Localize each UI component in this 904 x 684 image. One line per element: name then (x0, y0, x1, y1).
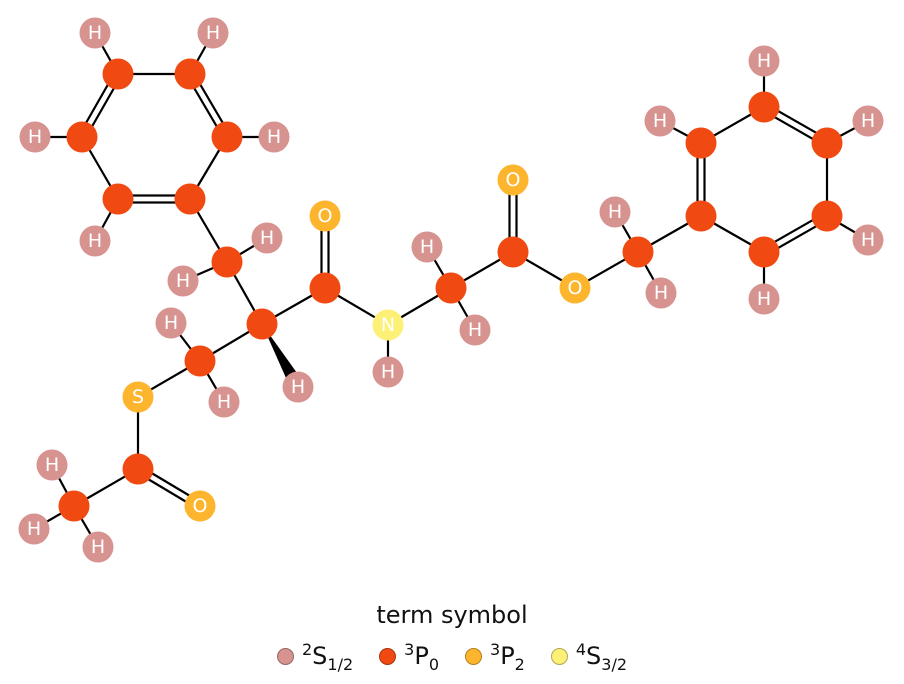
atom-h (208, 386, 240, 418)
atom-o (497, 164, 529, 196)
atom-label: H (381, 361, 395, 383)
atom-c (102, 183, 134, 215)
atom-c (174, 183, 206, 215)
atom-o (559, 272, 591, 304)
legend: 2S1/2 3P0 3P2 4S3/2 (0, 640, 904, 674)
legend-item: 4S3/2 (550, 640, 628, 674)
legend-label: 2S1/2 (301, 640, 354, 674)
atom-h (644, 105, 676, 137)
atom-label: H (654, 282, 668, 304)
legend-marker (276, 648, 294, 666)
atom-c (685, 200, 717, 232)
legend-title: term symbol (376, 601, 528, 629)
atom-label: H (88, 22, 102, 44)
atom-h (18, 513, 50, 545)
atom-h (36, 449, 68, 481)
atom-h (748, 45, 780, 77)
atom-label: S (132, 386, 144, 408)
atom-c (184, 345, 216, 377)
wedge-bond (262, 324, 297, 379)
atom-o (184, 490, 216, 522)
atom-c (58, 490, 90, 522)
atom-h (282, 371, 314, 403)
atom-n (372, 309, 404, 341)
molecule-graph: H H H H H H H H H H S O H H H O N H H H O O H H H H H H H (18, 17, 884, 563)
atom-h (79, 17, 111, 49)
atom-label: H (28, 126, 42, 148)
atom-h (19, 121, 51, 153)
atom-label: H (653, 110, 667, 132)
legend-label: 3P0 (404, 640, 439, 674)
atom-label: H (176, 270, 190, 292)
atom-c (66, 121, 98, 153)
atom-label: H (45, 454, 59, 476)
atom-h (852, 224, 884, 256)
atom-o (309, 200, 341, 232)
legend-marker (379, 648, 397, 666)
atom-h (852, 105, 884, 137)
atom-h (372, 356, 404, 388)
legend-item: 3P0 (379, 640, 439, 674)
atom-label: O (318, 205, 333, 227)
atom-c (174, 58, 206, 90)
legend-label: 4S3/2 (575, 640, 628, 674)
atom-label: H (291, 376, 305, 398)
atom-c (211, 121, 243, 153)
atom-c (748, 91, 780, 123)
atom-h (79, 225, 111, 257)
atom-h (459, 314, 491, 346)
atom-label: O (568, 277, 583, 299)
atom-c (309, 272, 341, 304)
atom-h (167, 265, 199, 297)
legend-item: 2S1/2 (276, 640, 354, 674)
atom-c (122, 453, 154, 485)
atom-h (748, 283, 780, 315)
atom-label: H (217, 391, 231, 413)
atom-h (411, 231, 443, 263)
atom-c (435, 272, 467, 304)
atom-label: H (206, 22, 220, 44)
legend-item: 3P2 (465, 640, 525, 674)
atom-s (122, 381, 154, 413)
atom-label: N (381, 314, 395, 336)
atom-c (811, 200, 843, 232)
atom-h (82, 531, 114, 563)
atom-label: H (608, 201, 622, 223)
atom-label: O (193, 495, 208, 517)
atom-label: H (468, 319, 482, 341)
atom-c (497, 236, 529, 268)
legend-marker (465, 648, 482, 666)
atom-label: H (267, 126, 281, 148)
atom-label: H (420, 236, 434, 258)
atom-c (102, 58, 134, 90)
atom-h (599, 196, 631, 228)
atom-c (211, 246, 243, 278)
atom-h (258, 121, 290, 153)
atom-h (645, 277, 677, 309)
atom-label: H (861, 229, 875, 251)
atom-c (622, 236, 654, 268)
atom-label: H (757, 50, 771, 72)
atom-label: H (757, 288, 771, 310)
atom-h (155, 307, 187, 339)
atom-c (246, 308, 278, 340)
legend-label: 3P2 (490, 640, 525, 674)
atom-label: O (506, 169, 521, 191)
atom-c (748, 236, 780, 268)
atom-c (685, 127, 717, 159)
legend-marker (550, 648, 568, 666)
atom-h (251, 222, 283, 254)
atom-label: H (27, 518, 41, 540)
atom-label: H (260, 227, 274, 249)
atom-label: H (91, 536, 105, 558)
atom-h (197, 17, 229, 49)
atom-label: H (861, 110, 875, 132)
atom-label: H (88, 230, 102, 252)
atom-c (811, 127, 843, 159)
atom-label: H (164, 312, 178, 334)
